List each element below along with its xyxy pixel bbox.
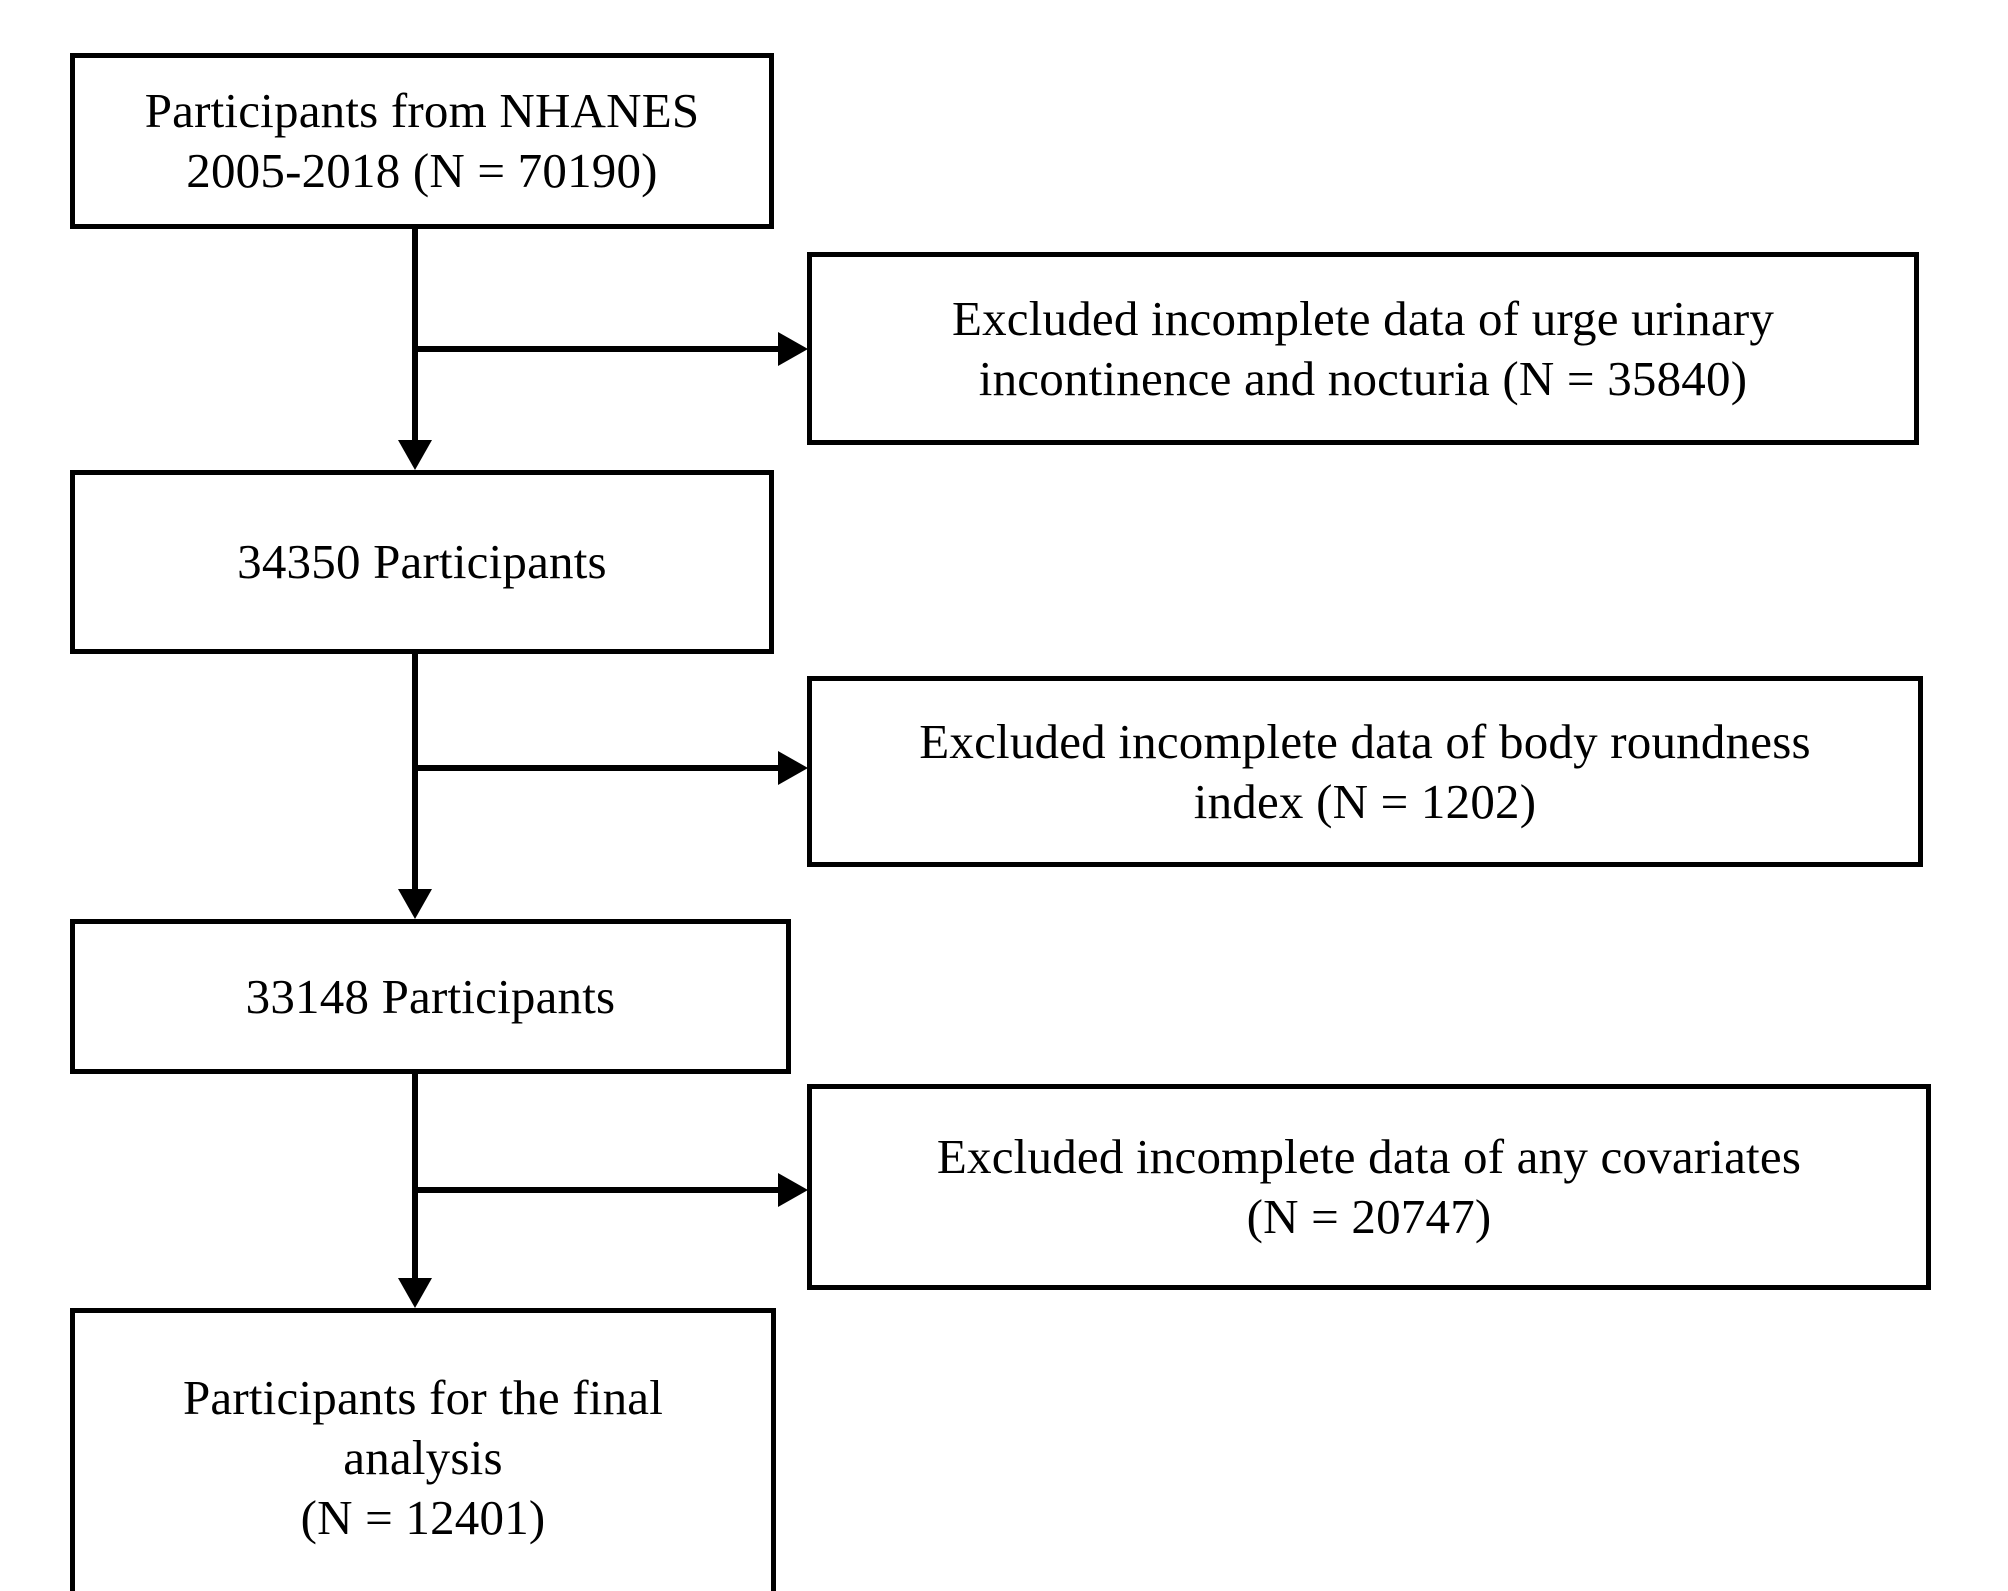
node-final-line1: Participants for the final: [182, 1370, 664, 1426]
arrowhead-exclusion-3: [778, 1173, 808, 1207]
connector-source-to-stage1: [412, 229, 418, 441]
connector-stage2-to-final: [412, 1073, 418, 1279]
arrowhead-source-to-stage1: [398, 440, 432, 470]
exclusion-2-text: Excluded incomplete data of body roundne…: [830, 712, 1900, 832]
arrowhead-stage1-to-stage2: [398, 889, 432, 919]
exclusion-1-line2: incontinence and nocturia (N = 35840): [978, 350, 1748, 406]
exclusion-box-body-roundness-index: Excluded incomplete data of body roundne…: [807, 676, 1923, 867]
node-stage1-label: 34350 Participants: [237, 534, 607, 590]
node-stage2-label: 33148 Participants: [245, 968, 616, 1024]
node-source-line2: 2005-2018 (N = 70190): [186, 143, 658, 198]
connector-branch-exclusion-3: [412, 1187, 780, 1193]
exclusion-1-line1: Excluded incomplete data of urge urinary: [951, 290, 1775, 346]
arrowhead-stage2-to-final: [398, 1278, 432, 1308]
node-stage1-participants: 34350 Participants: [70, 470, 774, 654]
node-source-line1: Participants from NHANES: [144, 83, 700, 139]
arrowhead-exclusion-2: [778, 751, 808, 785]
connector-branch-exclusion-1: [412, 346, 780, 352]
connector-stage1-to-stage2: [412, 653, 418, 890]
exclusion-3-line2: (N = 20747): [1246, 1189, 1492, 1244]
exclusion-3-line1: Excluded incomplete data of any covariat…: [936, 1129, 1802, 1185]
exclusion-3-text: Excluded incomplete data of any covariat…: [830, 1127, 1908, 1247]
exclusion-box-urge-urinary-incontinence-nocturia: Excluded incomplete data of urge urinary…: [807, 252, 1919, 445]
connector-branch-exclusion-2: [412, 765, 780, 771]
exclusion-1-text: Excluded incomplete data of urge urinary…: [830, 289, 1896, 409]
node-stage2-participants: 33148 Participants: [70, 919, 791, 1074]
arrowhead-exclusion-1: [778, 332, 808, 366]
node-final-line2: analysis: [343, 1430, 503, 1486]
exclusion-box-any-covariates: Excluded incomplete data of any covariat…: [807, 1084, 1931, 1290]
node-final-line3: (N = 12401): [300, 1489, 546, 1545]
exclusion-2-line1: Excluded incomplete data of body roundne…: [919, 713, 1811, 769]
exclusion-2-line2: index (N = 1202): [1193, 773, 1537, 829]
